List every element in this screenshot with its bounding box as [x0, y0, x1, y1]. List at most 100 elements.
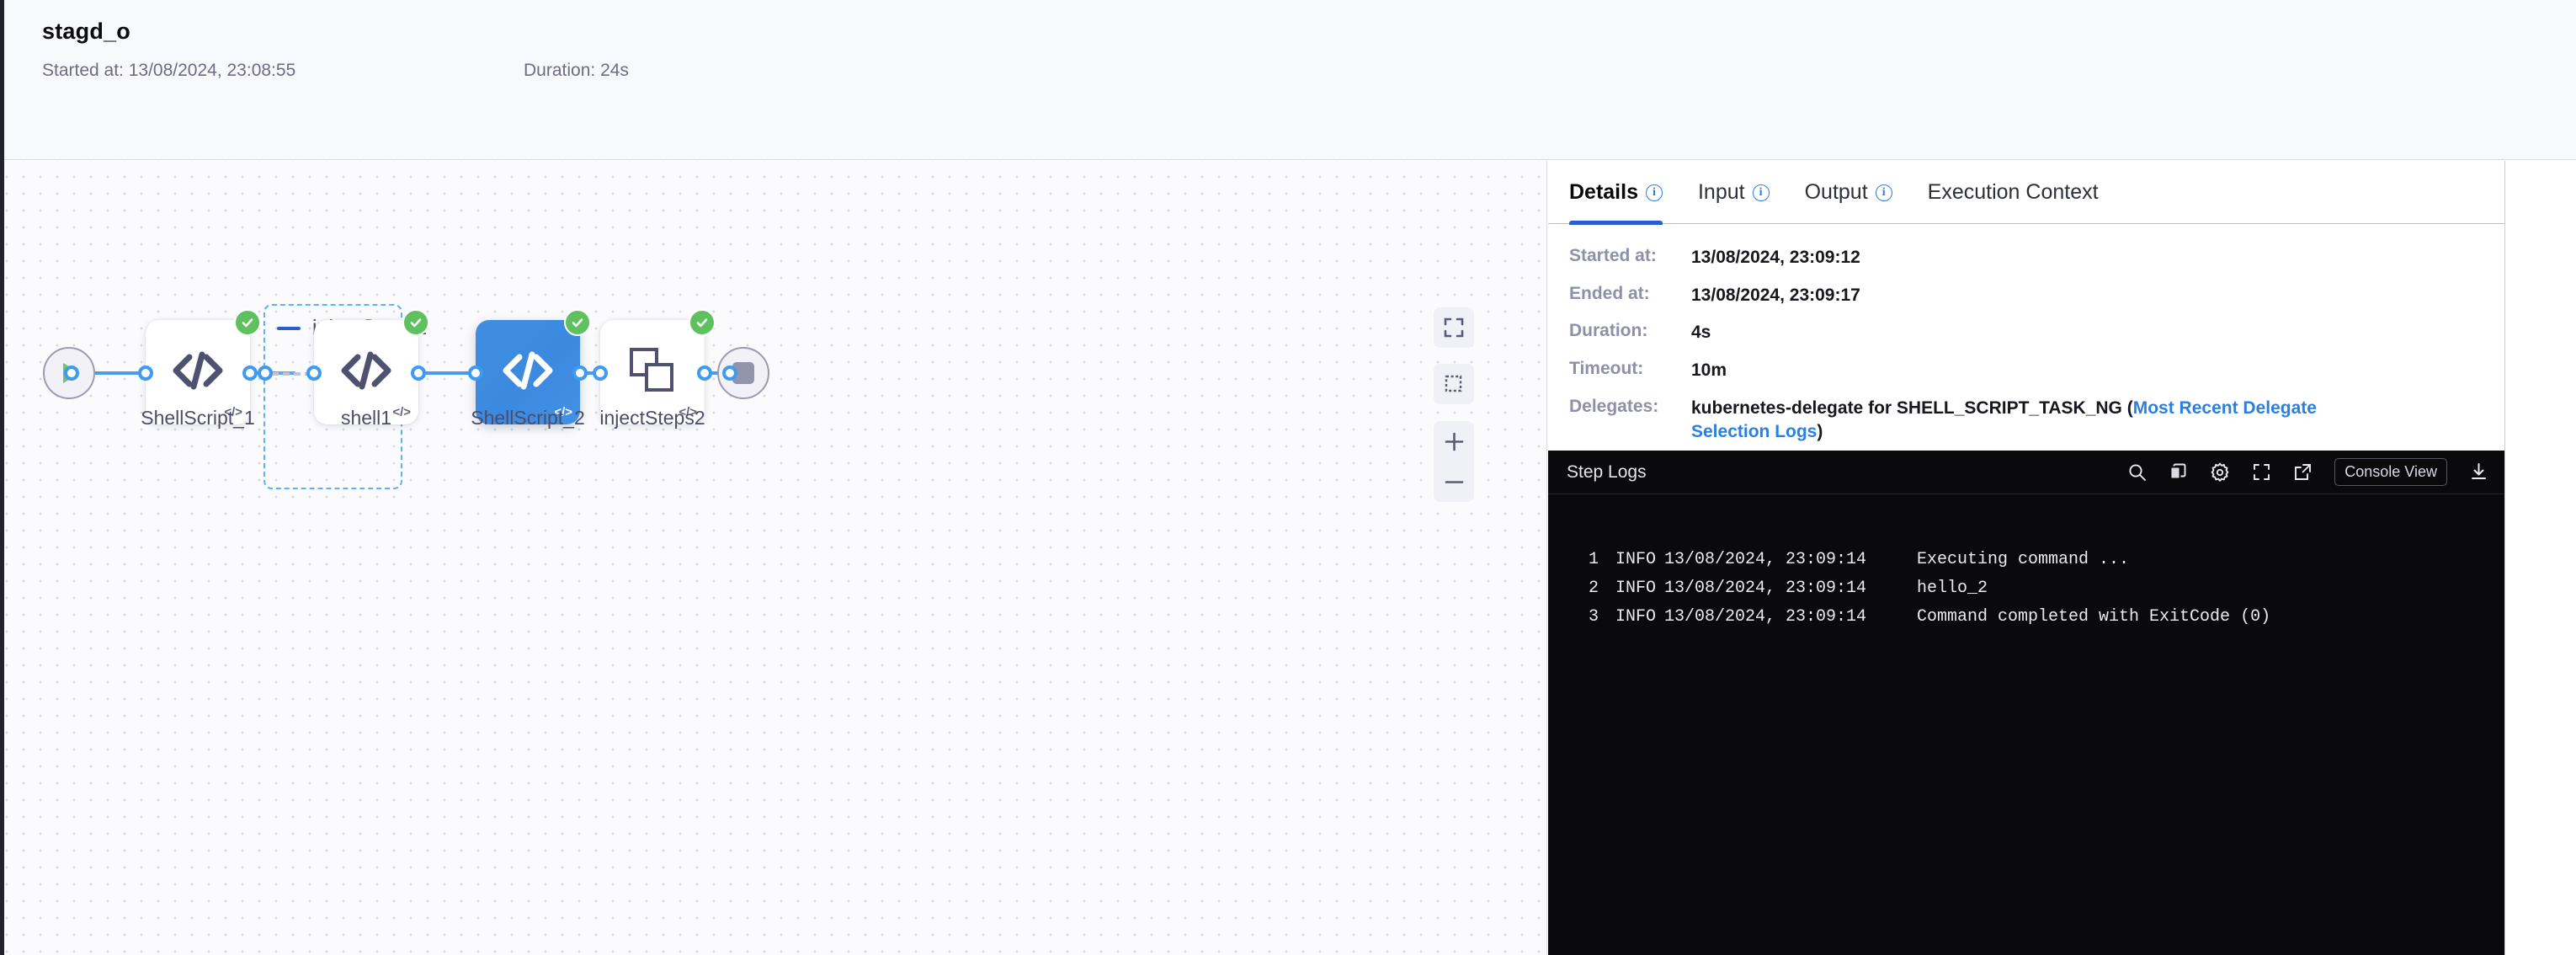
code-type-icon: </>: [224, 405, 242, 419]
started-at-label: Started at:: [42, 61, 124, 80]
tab-output-label: Output: [1804, 180, 1868, 204]
copy-icon[interactable]: [2169, 462, 2188, 482]
log-message: Command completed with ExitCode (0): [1917, 607, 2271, 627]
node-label-injectsteps2: injectSteps2: [599, 407, 705, 429]
log-level: INFO: [1615, 579, 1657, 598]
port-shell1-out[interactable]: [411, 365, 426, 381]
code-type-icon: </>: [554, 405, 572, 419]
status-badge-success: [689, 309, 716, 336]
detail-row-duration: Duration: 4s: [1548, 321, 2504, 344]
dashed-square-icon[interactable]: [1434, 364, 1474, 404]
ended-at-label: Ended at:: [1569, 283, 1650, 303]
delegates-value: kubernetes-delegate for SHELL_SCRIPT_TAS…: [1691, 397, 2339, 443]
duration-meta: Duration: 24s: [524, 61, 629, 81]
fullscreen-icon[interactable]: [2252, 462, 2271, 482]
code-type-icon: </>: [679, 405, 697, 419]
ended-at-value: 13/08/2024, 23:09:17: [1691, 285, 1860, 305]
collapse-toggle-icon[interactable]: [277, 326, 301, 330]
zoom-in-button[interactable]: [1434, 421, 1474, 461]
delegates-prefix: kubernetes-delegate for SHELL_SCRIPT_TAS…: [1691, 397, 2133, 418]
started-at-label: Started at:: [1569, 246, 1657, 265]
console-view-button[interactable]: Console View: [2334, 458, 2447, 486]
external-link-icon[interactable]: [2293, 462, 2313, 482]
zoom-out-button[interactable]: [1434, 461, 1474, 502]
port-shellscript1-out[interactable]: [242, 365, 258, 381]
code-brackets-icon: [502, 350, 554, 395]
status-badge-success: [234, 309, 261, 336]
pipeline-graph-canvas[interactable]: injectSteps1 </> ShellScript_1: [4, 161, 1547, 955]
log-line: 1 INFO 13/08/2024, 23:09:14 Executing co…: [1548, 546, 2504, 574]
port-end-in[interactable]: [722, 365, 737, 381]
info-icon[interactable]: i: [1875, 184, 1892, 201]
code-brackets-icon: [340, 350, 392, 395]
tab-input[interactable]: Input i: [1698, 161, 1770, 224]
log-line-number: 2: [1588, 579, 1599, 598]
log-level: INFO: [1615, 550, 1657, 569]
edge-start-to-shellscript1: [70, 371, 171, 375]
node-injectsteps2[interactable]: </>: [600, 309, 716, 424]
started-at-meta: Started at: 13/08/2024, 23:08:55: [42, 61, 295, 81]
tab-output[interactable]: Output i: [1805, 161, 1892, 224]
tab-execution-context[interactable]: Execution Context: [1928, 161, 2099, 224]
marquee-select-button[interactable]: [1434, 364, 1474, 404]
log-line: 2 INFO 13/08/2024, 23:09:14 hello_2: [1548, 574, 2504, 603]
port-shellscript2-out[interactable]: [572, 365, 588, 381]
left-nav-rail: [0, 0, 4, 955]
detail-row-delegates: Delegates: kubernetes-delegate for SHELL…: [1548, 397, 2504, 443]
log-line: 3 INFO 13/08/2024, 23:09:14 Command comp…: [1548, 603, 2504, 632]
log-line-number: 3: [1588, 607, 1599, 627]
step-details-panel: Details i Input i Output i Execution Con…: [1548, 161, 2505, 955]
gear-icon[interactable]: [2210, 462, 2230, 483]
port-start-out[interactable]: [64, 365, 79, 381]
port-shellscript2-in[interactable]: [468, 365, 483, 381]
timeout-label: Timeout:: [1569, 359, 1644, 379]
started-at-value: 13/08/2024, 23:08:55: [128, 61, 296, 80]
log-timestamp: 13/08/2024, 23:09:14: [1664, 579, 1867, 598]
info-icon[interactable]: i: [1752, 184, 1770, 201]
fit-to-screen-button[interactable]: [1434, 307, 1474, 348]
tab-details[interactable]: Details i: [1569, 161, 1663, 225]
port-shellscript1-in[interactable]: [138, 365, 153, 381]
detail-row-timeout: Timeout: 10m: [1548, 359, 2504, 382]
code-type-icon: </>: [392, 405, 411, 419]
log-level: INFO: [1615, 607, 1657, 627]
port-shell1-in[interactable]: [306, 365, 322, 381]
log-output[interactable]: 1 INFO 13/08/2024, 23:09:14 Executing co…: [1548, 494, 2504, 632]
step-logs-actions: Console View: [2127, 458, 2488, 486]
stage-header: stagd_o Started at: 13/08/2024, 23:08:55…: [4, 0, 2576, 160]
step-logs-panel: Step Logs: [1548, 451, 2504, 955]
node-label-shell1: shell1: [340, 407, 392, 429]
status-badge-success: [402, 309, 429, 336]
duration-value: 4s: [1691, 323, 1711, 343]
code-brackets-icon: [172, 350, 224, 395]
delegates-suffix: ): [1817, 421, 1823, 441]
timeout-value: 10m: [1691, 360, 1727, 381]
status-badge-success: [564, 309, 591, 336]
node-shellscript-1[interactable]: </>: [146, 309, 261, 424]
info-icon[interactable]: i: [1645, 184, 1663, 201]
delegate-selection-logs-link[interactable]: Most Recent Delegate Selection Logs: [1691, 397, 2317, 441]
node-shell1[interactable]: </>: [314, 309, 429, 424]
log-message: hello_2: [1917, 579, 1988, 598]
log-timestamp: 13/08/2024, 23:09:14: [1664, 607, 1867, 627]
tab-execution-context-label: Execution Context: [1927, 180, 2099, 204]
duration-value: 24s: [600, 61, 629, 80]
node-shellscript-2[interactable]: </>: [476, 309, 591, 424]
page-title: stagd_o: [42, 19, 130, 44]
step-logs-toolbar: Step Logs: [1548, 451, 2504, 494]
step-logs-title: Step Logs: [1567, 461, 1647, 482]
duration-label: Duration:: [1569, 321, 1648, 341]
port-injectsteps2-out[interactable]: [697, 365, 712, 381]
edge-group-exit-to-shellscript2: [402, 371, 484, 375]
tab-details-label: Details: [1569, 180, 1638, 204]
node-label-shellscript-2: ShellScript_2: [471, 407, 585, 429]
search-icon[interactable]: [2127, 462, 2147, 482]
expand-corners-icon[interactable]: [1434, 307, 1474, 348]
port-injectsteps2-in[interactable]: [593, 365, 608, 381]
zoom-controls[interactable]: [1434, 421, 1474, 502]
log-timestamp: 13/08/2024, 23:09:14: [1664, 550, 1867, 569]
port-group-in[interactable]: [258, 365, 273, 381]
detail-row-started-at: Started at: 13/08/2024, 23:09:12: [1548, 246, 2504, 269]
download-icon[interactable]: [2469, 462, 2488, 482]
